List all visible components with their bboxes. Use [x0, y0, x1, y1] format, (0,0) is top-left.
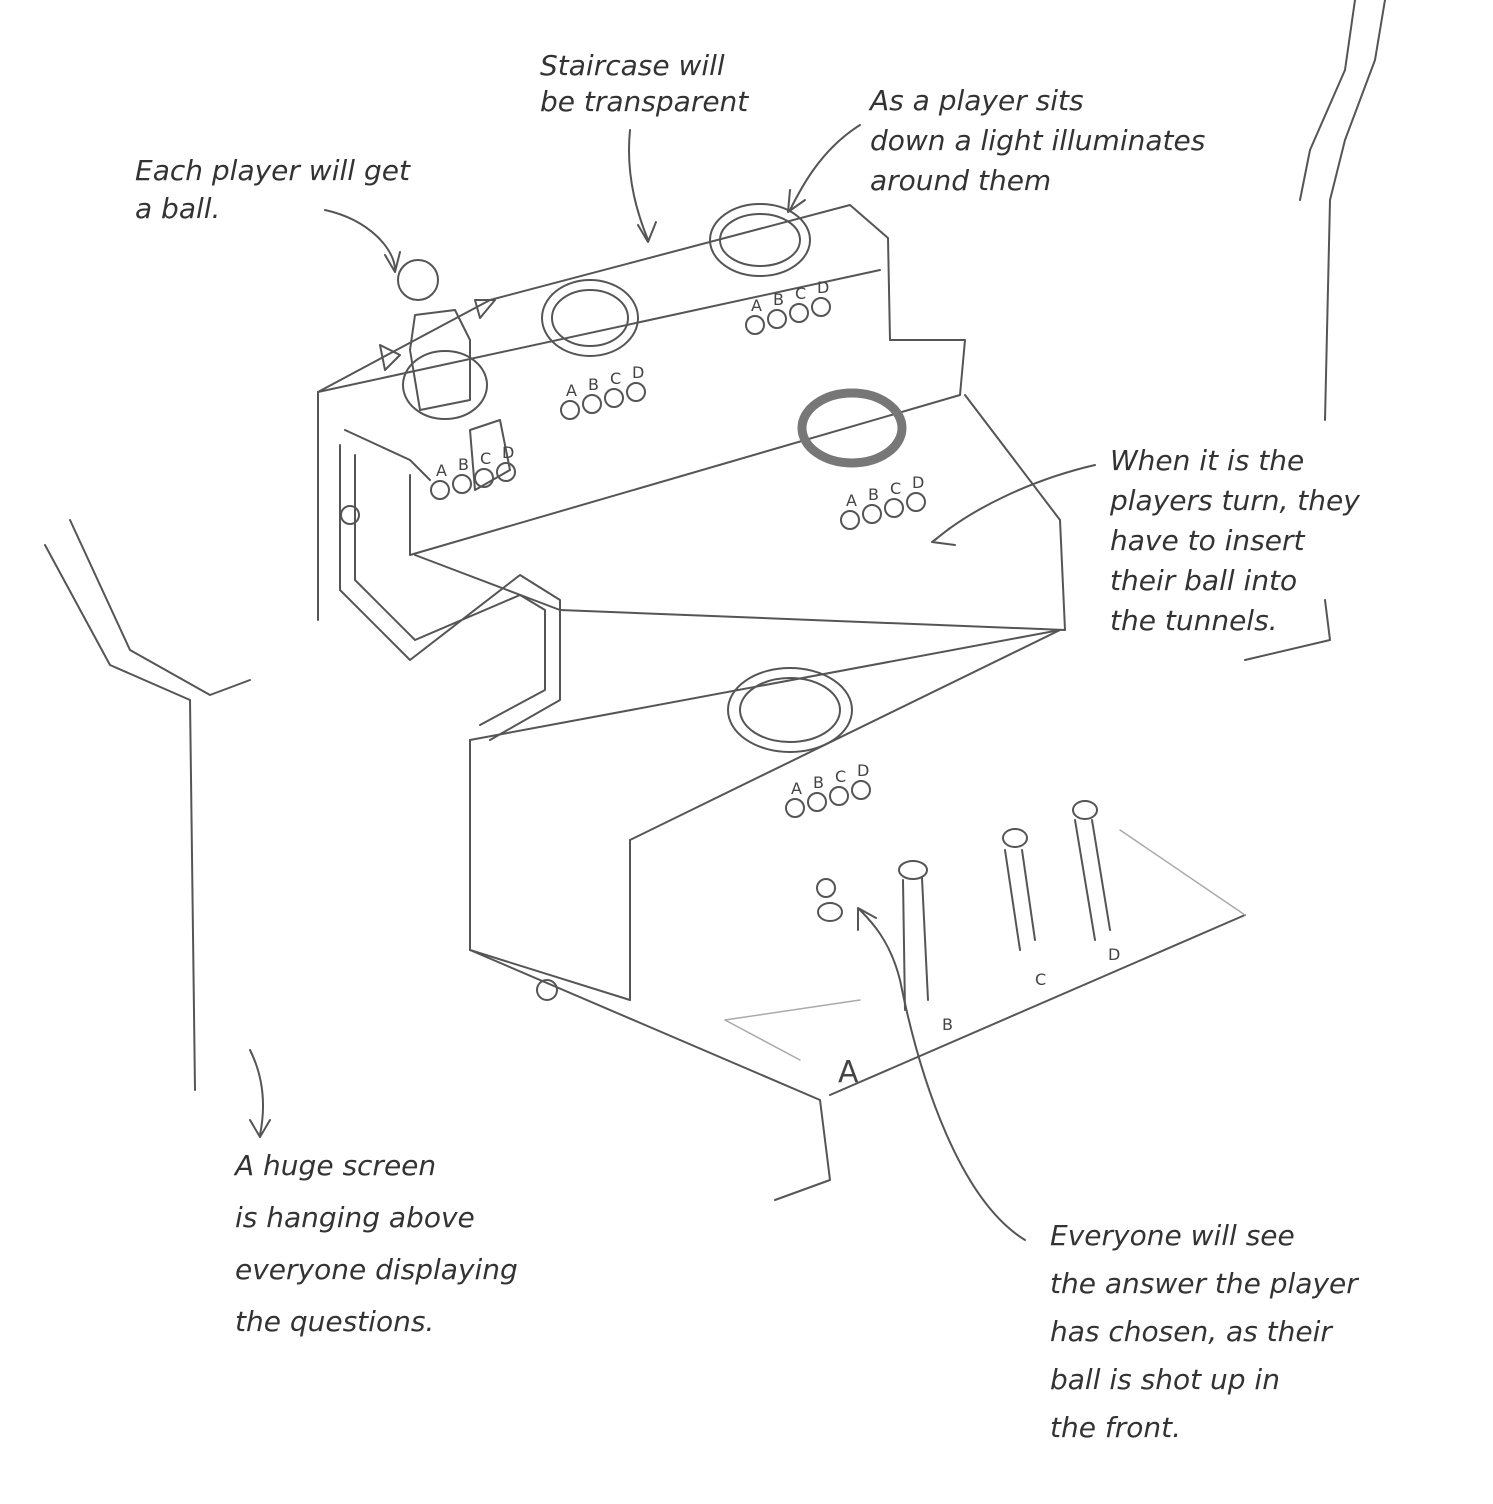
answer-button-label: B [773, 290, 784, 309]
answer-button-label: B [868, 485, 879, 504]
answer-button-d [496, 462, 516, 482]
screen-frame-left [44, 519, 251, 1091]
answer-button-label: D [817, 278, 829, 297]
tube-label-b: B [942, 1015, 953, 1034]
answer-button-c [474, 468, 494, 488]
answer-button-label: B [813, 773, 824, 792]
note-answer: has chosen, as their [1050, 1315, 1333, 1348]
note-screen: everyone displaying [235, 1253, 518, 1286]
answer-button-label: A [846, 491, 857, 510]
note-turn: have to insert [1110, 524, 1305, 557]
note-answer: ball is shot up in [1050, 1363, 1280, 1396]
answer-button-d [811, 297, 831, 317]
top-tier [317, 204, 966, 621]
answer-button-label: D [632, 363, 644, 382]
tube-label-c: C [1035, 970, 1046, 989]
note-answer: Everyone will see [1050, 1219, 1295, 1252]
answer-tubes [816, 800, 1111, 1011]
answer-button-a [785, 798, 805, 818]
arrow-icon [931, 464, 1096, 546]
arrow-icon [249, 1049, 271, 1138]
answer-button-b [582, 394, 602, 414]
answer-button-a [560, 400, 580, 420]
note-answer: the answer the player [1050, 1267, 1359, 1300]
note-light: As a player sits [868, 84, 1084, 117]
tube-label-a: A [838, 1055, 859, 1090]
answer-button-label: B [458, 455, 469, 474]
answer-button-label: C [610, 369, 621, 388]
tunnel-ball [536, 979, 558, 1001]
answer-button-d [906, 492, 926, 512]
answer-button-b [862, 504, 882, 524]
answer-button-label: D [857, 761, 869, 780]
answer-button-label: B [588, 375, 599, 394]
note-screen: A huge screen [233, 1149, 436, 1182]
ball-tunnel [339, 429, 561, 741]
answer-button-b [452, 474, 472, 494]
answer-button-d [851, 780, 871, 800]
answer-button-d [626, 382, 646, 402]
answer-button-label: D [502, 443, 514, 462]
answer-button-label: A [791, 779, 802, 798]
answer-button-label: C [480, 449, 491, 468]
answer-button-label: C [890, 479, 901, 498]
arrow-icon [787, 124, 861, 213]
answer-button-b [807, 792, 827, 812]
screen-frame-right [1299, 0, 1386, 421]
answer-button-c [604, 388, 624, 408]
answer-button-c [829, 786, 849, 806]
answer-button-c [789, 303, 809, 323]
note-turn: When it is the [1110, 444, 1304, 477]
note-ball: a ball. [135, 192, 220, 225]
middle-tier [414, 394, 1066, 1001]
arrow-icon [324, 209, 401, 273]
answer-button-c [884, 498, 904, 518]
note-light: around them [870, 164, 1051, 197]
note-light: down a light illuminates [870, 124, 1205, 157]
answer-button-label: C [835, 767, 846, 786]
bottom-tier [469, 629, 1246, 1201]
note-staircase: Staircase will [540, 49, 725, 82]
answer-button-label: C [795, 284, 806, 303]
note-turn: players turn, they [1109, 484, 1360, 517]
note-screen: is hanging above [235, 1201, 475, 1234]
note-staircase: be transparent [540, 85, 749, 118]
answer-button-a [840, 510, 860, 530]
answer-button-a [430, 480, 450, 500]
answer-button-label: D [912, 473, 924, 492]
note-screen: the questions. [235, 1305, 434, 1338]
note-answer: the front. [1050, 1411, 1181, 1444]
answer-button-a [745, 315, 765, 335]
answer-button-label: A [751, 296, 762, 315]
answer-button-label: A [566, 381, 577, 400]
answer-button-label: A [436, 461, 447, 480]
tunnel-ball [340, 505, 360, 525]
player-figure [379, 259, 511, 491]
seat-lights [402, 203, 907, 753]
arrow-icon [857, 907, 1026, 1241]
arrow-icon [628, 129, 657, 243]
annotation-arrows [249, 124, 1331, 1241]
note-turn: the tunnels. [1110, 604, 1278, 637]
answer-button-b [767, 309, 787, 329]
tube-label-d: D [1108, 945, 1120, 964]
note-ball: Each player will get [135, 154, 411, 187]
note-turn: their ball into [1110, 564, 1297, 597]
